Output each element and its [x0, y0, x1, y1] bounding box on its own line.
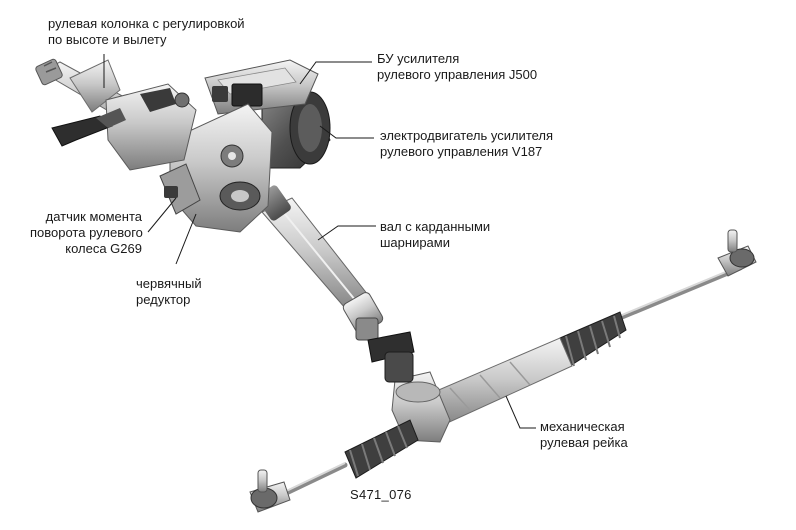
leader-shaft: [317, 225, 376, 241]
left-rack-boot: [344, 419, 419, 479]
label-torque-sensor-g269: датчик момента поворота рулевого колеса …: [30, 209, 143, 256]
figure-code: S471_076: [350, 487, 412, 502]
leader-rack: [505, 395, 536, 429]
leader-sensor: [147, 197, 177, 233]
left-tie-rod: [277, 462, 348, 499]
right-rack-boot: [559, 311, 627, 367]
label-steering-rack: механическая рулевая рейка: [540, 419, 628, 450]
cardan-shaft: [257, 185, 415, 383]
lower-cardan-joint: [342, 292, 384, 341]
electric-motor: [261, 89, 331, 169]
label-steering-column: рулевая колонка с регулировкой по высоте…: [48, 16, 245, 47]
label-ecu-j500: БУ усилителя рулевого управления J500: [377, 51, 538, 82]
steering-column: [35, 58, 197, 171]
left-tie-rod-end: [249, 469, 291, 513]
leader-gear: [175, 213, 197, 265]
pinion-coupling: [367, 331, 415, 383]
label-worm-gear: червячный редуктор: [136, 276, 202, 307]
adjustment-lever: [51, 115, 113, 147]
label-cardan-shaft: вал с карданными шарнирами: [380, 219, 491, 250]
steering-rack: [249, 229, 757, 513]
right-tie-rod: [607, 265, 743, 325]
label-motor-v187: электродвигатель усилителя рулевого упра…: [380, 128, 554, 159]
torque-sensor: [159, 163, 201, 215]
right-tie-rod-end: [717, 229, 757, 277]
leader-lines: [103, 54, 536, 429]
ecu-unit: [204, 59, 319, 115]
leader-ecu: [299, 61, 372, 85]
leader-motor: [319, 125, 374, 139]
